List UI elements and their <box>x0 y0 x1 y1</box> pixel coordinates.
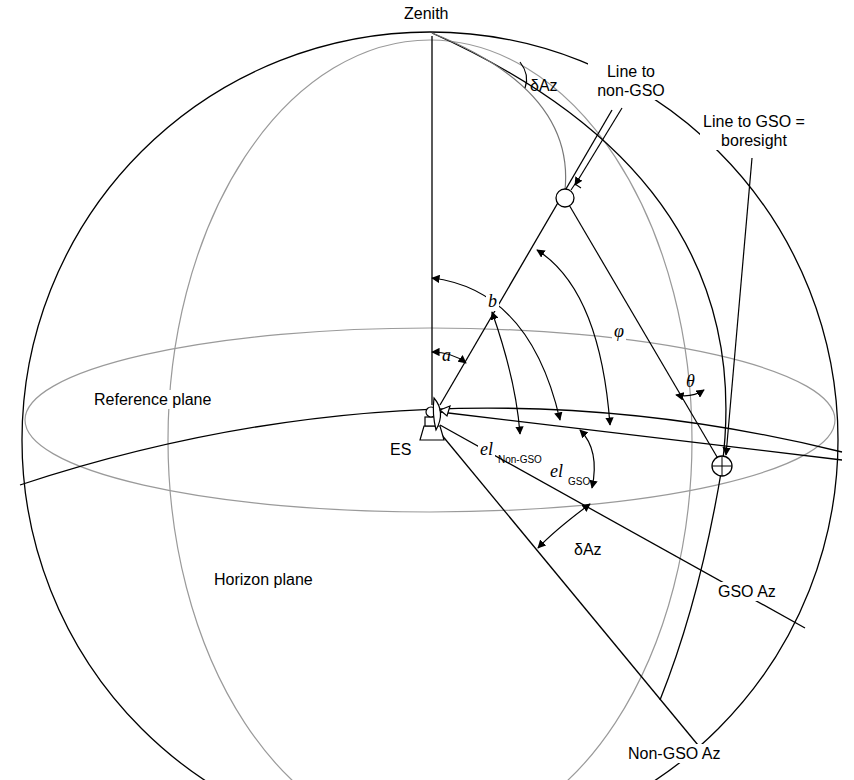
plane-label: Reference plane <box>92 390 213 409</box>
axis-label: Zenith <box>402 4 450 23</box>
angle-label: b <box>486 292 499 311</box>
plane-label: Horizon plane <box>212 570 315 589</box>
angle-label: δAz <box>528 76 560 95</box>
angle-label: a <box>440 346 453 365</box>
pointer-label: Line to GSO = boresight <box>700 112 808 150</box>
direction-label: GSO Az <box>716 582 778 601</box>
gso-satellite <box>712 456 732 476</box>
gso-satellite-mark <box>722 456 723 476</box>
horizon-ellipse <box>25 328 835 512</box>
angle-label: el <box>548 462 565 481</box>
direction-label: Non-GSO Az <box>626 744 722 763</box>
subscript: Non-GSO <box>496 454 544 466</box>
non-gso-meridian <box>432 33 566 190</box>
gso-line <box>440 412 842 460</box>
offset-line <box>565 198 720 462</box>
subscript: GSO <box>566 476 592 488</box>
earth-station <box>420 398 450 440</box>
pointer-arrow <box>575 108 622 185</box>
angle-label: φ <box>612 322 626 341</box>
celestial-sphere <box>22 32 838 780</box>
gso-az-line <box>440 425 805 628</box>
angle-label: θ <box>684 372 697 391</box>
non-gso-az-line <box>436 428 712 762</box>
angle-phi <box>537 250 610 425</box>
angle-daz-top <box>520 62 527 88</box>
non-gso-line <box>440 110 612 405</box>
station-label: ES <box>388 440 413 459</box>
zenith-line <box>431 36 432 405</box>
angle-el-non-gso <box>492 312 520 434</box>
reference-plane <box>20 408 842 485</box>
pointer-label: Line to non-GSO <box>588 62 674 100</box>
gso-meridian <box>432 33 726 700</box>
pointer-arrow <box>726 158 752 455</box>
angle-label: δAz <box>572 540 604 559</box>
right-angle-mark <box>571 184 581 190</box>
non-gso-satellite <box>556 189 574 207</box>
angle-label: el <box>478 440 495 459</box>
angle-b <box>432 278 560 420</box>
meridian-ellipse <box>168 40 692 780</box>
